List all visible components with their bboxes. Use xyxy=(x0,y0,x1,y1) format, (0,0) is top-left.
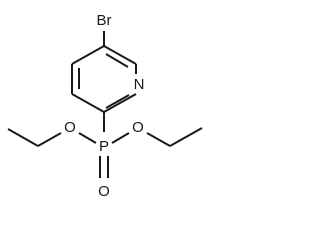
atom-label-br: Br xyxy=(97,12,112,29)
atom-label-o-right: O xyxy=(132,119,144,136)
double-bond-c5-c6 xyxy=(105,53,129,68)
bond-c4-c5 xyxy=(71,45,105,65)
atom-label-o-left: O xyxy=(64,119,76,136)
bond-c5-c6 xyxy=(103,45,137,65)
chemical-structure-diagram: Br N P O O O xyxy=(7,12,203,200)
bond-o-left-ch2 xyxy=(37,132,62,147)
bond-p-o-right xyxy=(111,132,130,144)
bond-ch2-ch3-right xyxy=(169,127,203,147)
atom-label-n: N xyxy=(134,76,145,93)
bond-c2-c3 xyxy=(71,93,105,113)
atom-label-p: P xyxy=(99,138,109,155)
double-bond-n1-c2 xyxy=(105,94,130,109)
structure-canvas: Br N P O O O xyxy=(7,12,203,200)
atom-label-o-double: O xyxy=(98,183,110,200)
bond-p-o-left xyxy=(78,132,97,144)
bond-n1-c2 xyxy=(103,93,137,113)
bond-o-right-ch2 xyxy=(146,132,171,147)
bond-ch2-ch3-left xyxy=(7,128,39,147)
